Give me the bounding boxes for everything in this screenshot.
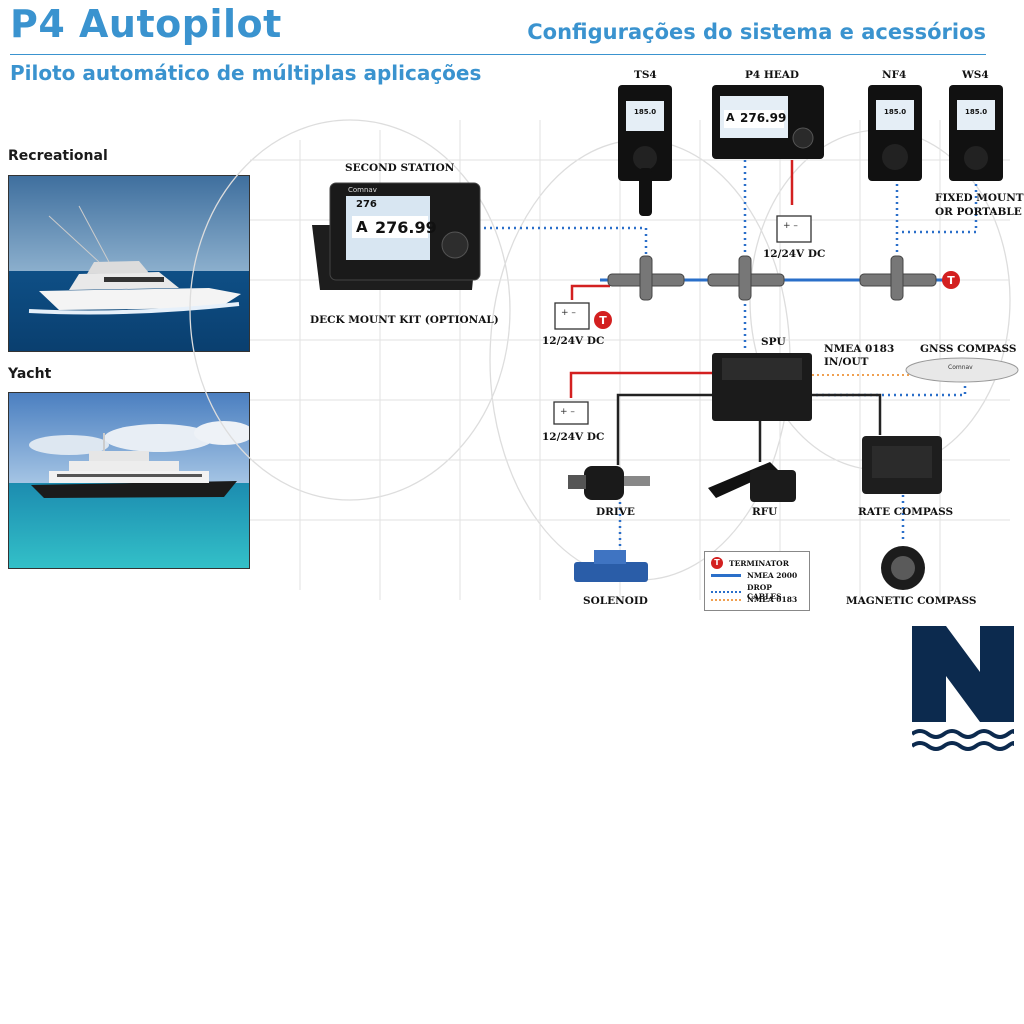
ts4-device — [618, 85, 672, 216]
label-deck-mount-kit: DECK MOUNT KIT (OPTIONAL) — [310, 314, 499, 326]
nf4-readout: 185.0 — [884, 108, 907, 116]
second-station-display — [312, 182, 481, 290]
yacht-photo — [8, 392, 254, 569]
legend-nmea0183-label: NMEA 0183 — [747, 595, 798, 604]
nmea0183-line-icon — [711, 598, 741, 601]
solenoid-unit — [574, 550, 648, 582]
gnss-compass-unit — [905, 357, 1019, 383]
magnetic-compass-unit — [881, 546, 925, 590]
label-power-b: 12/24V DC — [763, 248, 826, 260]
legend-nmea2000: NMEA 2000 — [711, 571, 797, 580]
second-station-readout: 276.99 — [375, 218, 437, 237]
label-nmea0183-2: IN/OUT — [824, 356, 869, 368]
t-connectors — [607, 255, 937, 301]
power-cables — [569, 160, 794, 398]
legend-nmea0183: NMEA 0183 — [711, 595, 797, 604]
label-ws4: WS4 — [962, 69, 989, 81]
rfu-unit — [708, 462, 796, 502]
label-nmea0183-1: NMEA 0183 — [824, 343, 895, 355]
spu-unit — [712, 353, 812, 421]
label-magnetic-compass: MAGNETIC COMPASS — [846, 595, 977, 607]
label-nf4: NF4 — [882, 69, 907, 81]
device-cables — [616, 393, 882, 465]
svg-text:+ –: + – — [560, 407, 575, 417]
second-station-heading: 276 — [356, 199, 377, 210]
legend-nmea2000-label: NMEA 2000 — [747, 571, 798, 580]
nmea2000-line-icon — [711, 574, 741, 577]
terminator-icons: T T — [594, 271, 960, 329]
svg-text:T: T — [947, 274, 955, 287]
world-map-background — [189, 119, 1011, 600]
drop-cables — [478, 160, 978, 555]
rate-compass-unit — [862, 436, 942, 494]
label-ws4-note-2: OR PORTABLE — [935, 206, 1022, 218]
label-gnss-compass: GNSS COMPASS — [920, 343, 1017, 355]
second-station-mode: A — [356, 218, 368, 236]
diagram-legend: T TERMINATOR NMEA 2000 DROP CABLES NMEA … — [704, 551, 810, 611]
system-diagram: T T + – + – + – — [189, 85, 1019, 600]
battery-icons — [553, 215, 812, 425]
p4-head-readout: 276.99 — [740, 111, 787, 125]
vessel-label-recreational: Recreational — [8, 148, 108, 164]
drop-cable-line-icon — [711, 591, 741, 593]
label-rate-compass: RATE COMPASS — [858, 506, 954, 518]
nf4-device — [868, 85, 922, 181]
gnss-brand-logo: Comnav — [948, 364, 973, 371]
label-power-a: 12/24V DC — [542, 335, 605, 347]
svg-text:+ –: + – — [561, 308, 576, 318]
recreational-boat-photo — [8, 175, 250, 352]
p4-head-device — [712, 85, 824, 159]
page-title: P4 Autopilot — [10, 2, 282, 46]
label-ts4: TS4 — [634, 69, 657, 81]
label-drive: DRIVE — [596, 506, 635, 518]
label-spu: SPU — [761, 336, 786, 348]
ts4-readout: 185.0 — [634, 108, 657, 116]
ws4-device — [949, 85, 1003, 181]
p4-head-mode: A — [726, 111, 735, 124]
svg-text:+ –: + – — [783, 221, 798, 231]
label-ws4-note-1: FIXED MOUNT — [935, 192, 1024, 204]
page-subtitle: Piloto automático de múltiplas aplicaçõe… — [10, 61, 482, 85]
vessel-label-yacht: Yacht — [8, 366, 52, 382]
header-divider — [10, 54, 986, 55]
brand-logo: Comnav — [348, 186, 377, 194]
label-second-station: SECOND STATION — [345, 162, 455, 174]
label-p4-head: P4 HEAD — [745, 69, 800, 81]
legend-terminator: T TERMINATOR — [711, 557, 789, 569]
brand-n-logo — [910, 626, 1017, 752]
ws4-readout: 185.0 — [965, 108, 988, 116]
legend-drop-cables-label: DROP CABLES — [746, 583, 782, 601]
svg-text:T: T — [599, 314, 607, 327]
section-heading: Configurações do sistema e acessórios — [527, 20, 986, 44]
label-rfu: RFU — [752, 506, 778, 518]
terminator-icon: T — [711, 557, 723, 569]
drive-unit — [568, 466, 650, 500]
legend-drop-cables: DROP CABLES — [711, 583, 809, 601]
label-solenoid: SOLENOID — [583, 595, 648, 607]
label-power-c: 12/24V DC — [542, 431, 605, 443]
legend-terminator-label: TERMINATOR — [729, 558, 789, 568]
